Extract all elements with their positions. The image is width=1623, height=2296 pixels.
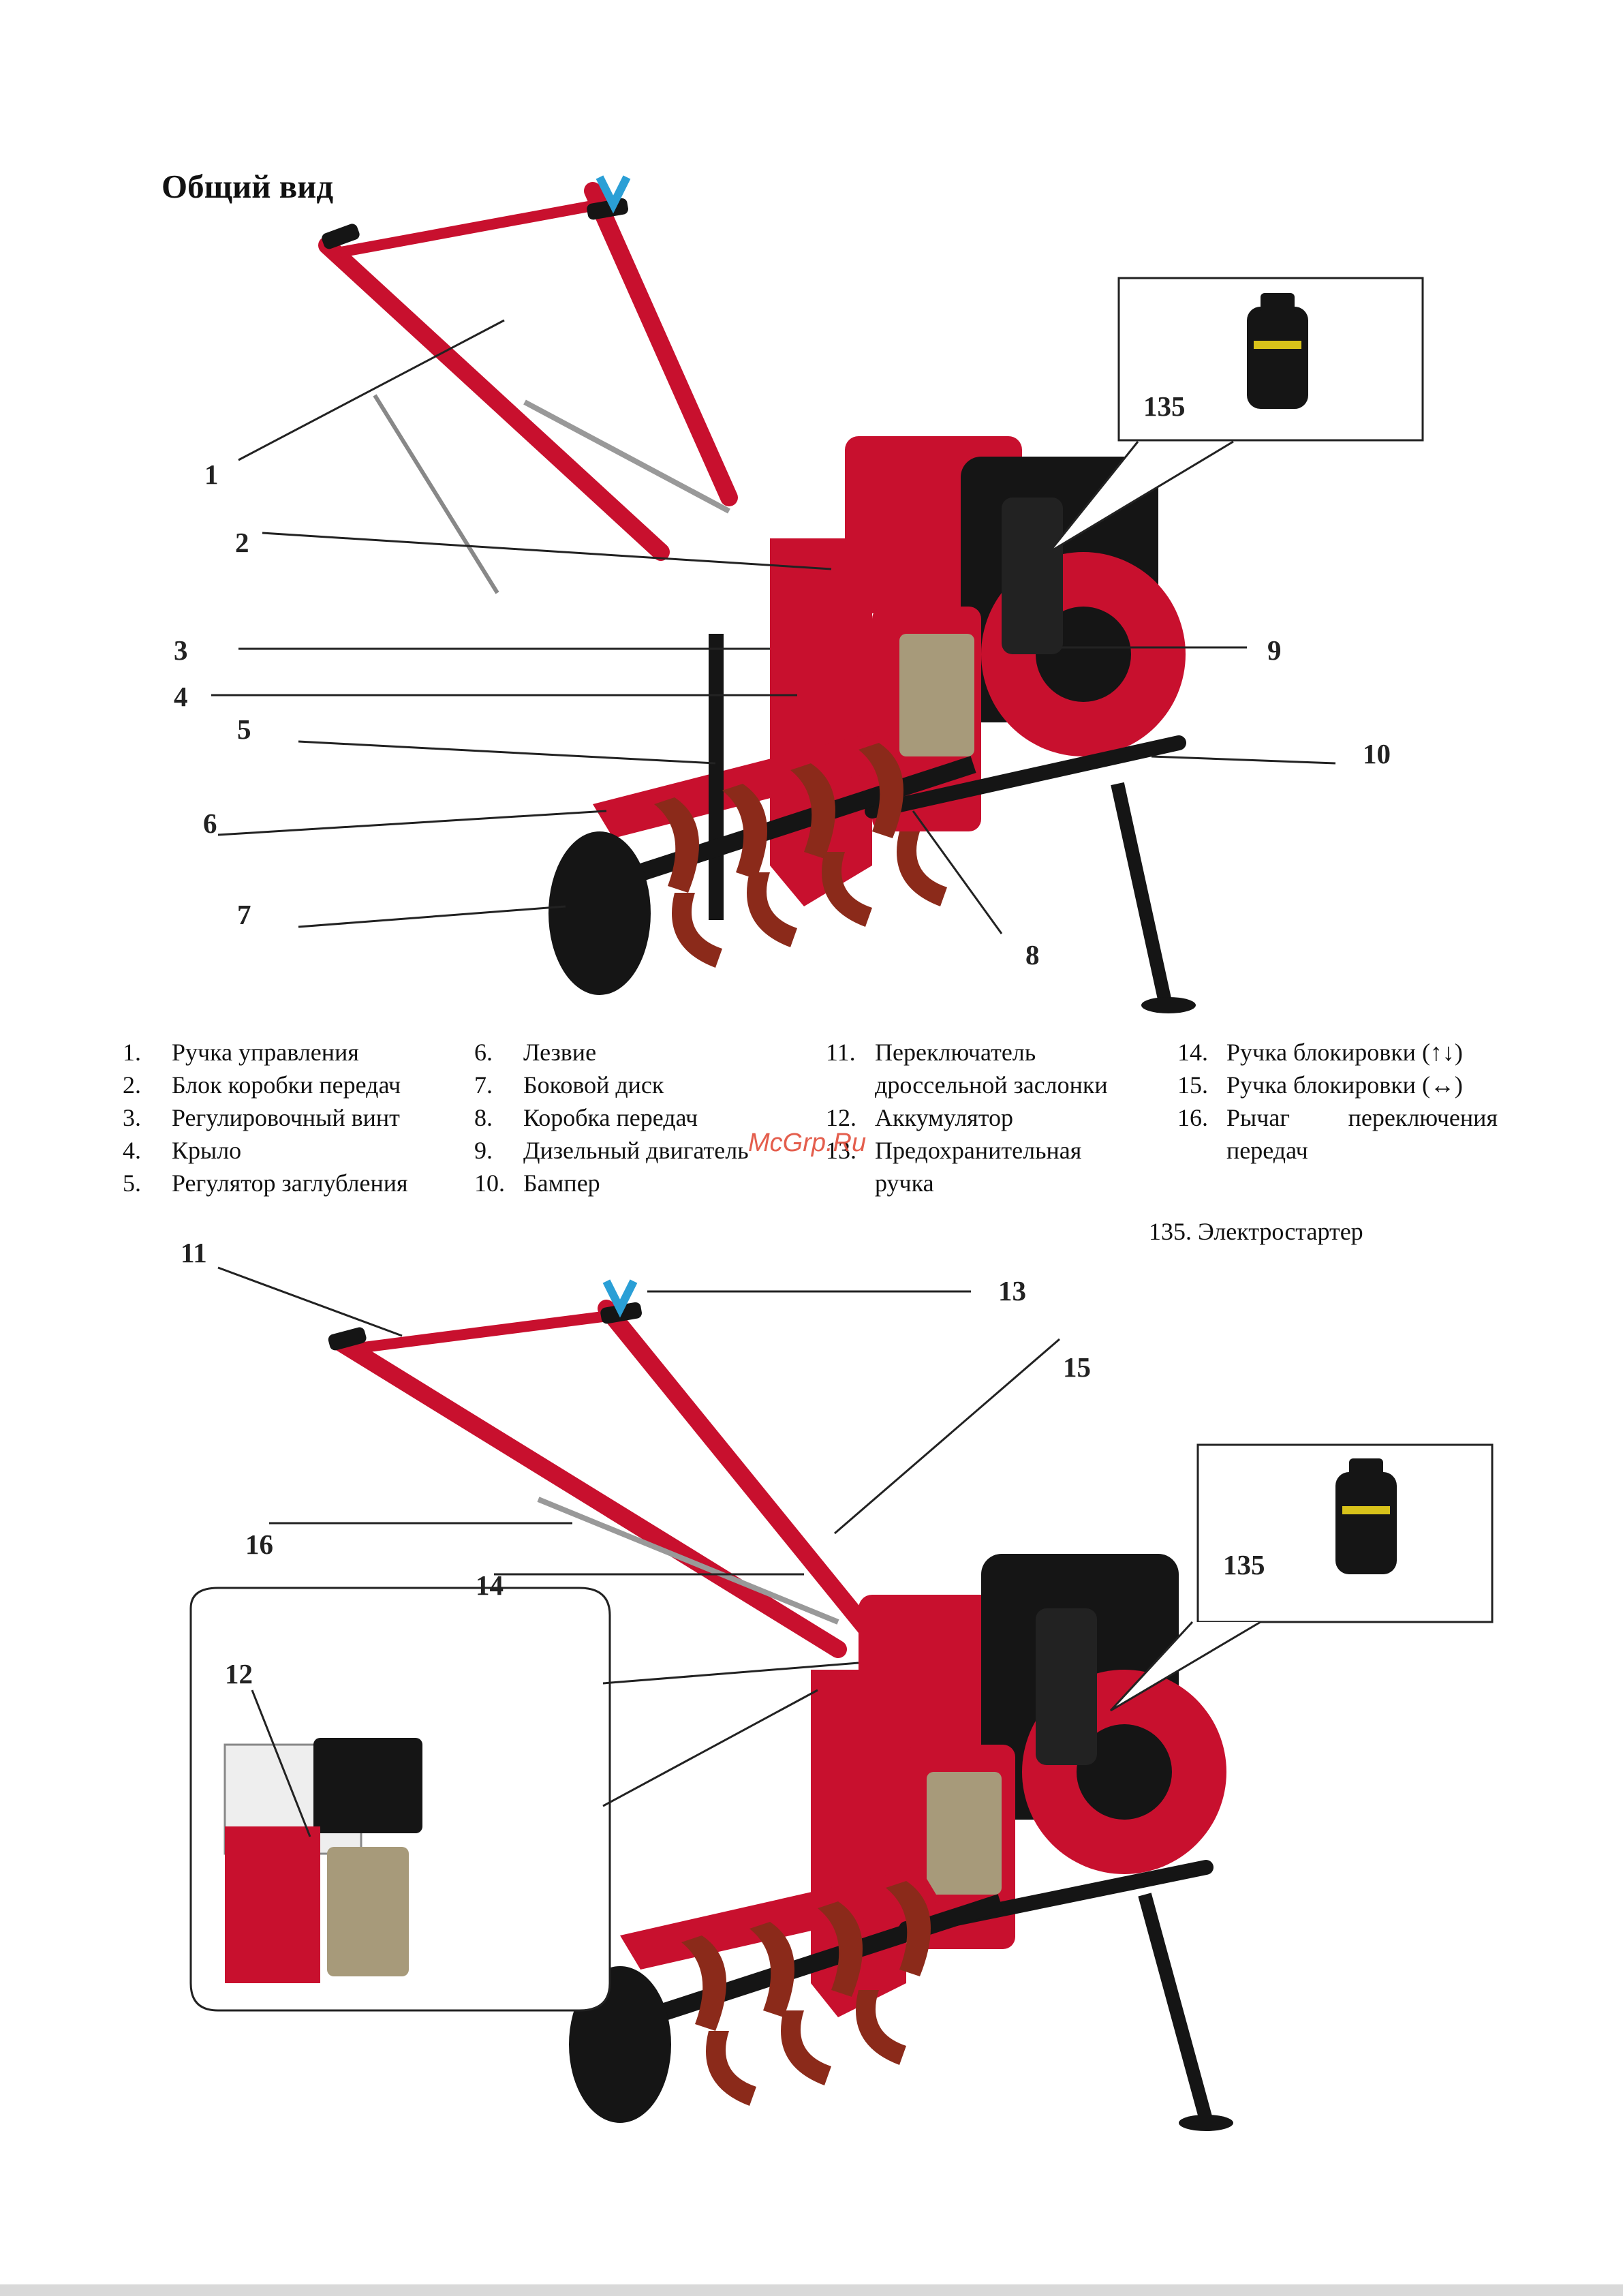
callout-11: 11 (181, 1237, 207, 1268)
legend-item: 13.Предохранительная ручка (826, 1137, 1082, 1197)
callout-4: 4 (174, 681, 188, 712)
legend-column-2: 6.Лезвие 7.Боковой диск 8.Коробка переда… (474, 1036, 794, 1199)
tiller-illustration (318, 175, 1196, 1013)
legend-item: 9.Дизельный двигатель (474, 1137, 749, 1164)
callout-5: 5 (237, 714, 251, 745)
page-bottom-border (0, 2284, 1623, 2296)
callout-9: 9 (1267, 634, 1282, 666)
legend-item: 8.Коробка передач (474, 1104, 698, 1131)
legend-item: 6.Лезвие (474, 1039, 597, 1066)
callout-7: 7 (237, 899, 251, 930)
inset-battery (189, 1587, 859, 2012)
tiller-figure-top: 1 2 3 4 5 6 7 8 9 10 135 (174, 175, 1424, 1013)
callout-135-top: 135 (1143, 391, 1186, 422)
callout-1: 1 (204, 459, 219, 490)
tiller-figure-bottom: 11 13 15 16 14 135 12 (181, 1237, 1494, 2131)
callout-leaders (217, 1266, 1060, 1837)
callout-15: 15 (1063, 1351, 1091, 1383)
inset-electric-starter (1109, 1443, 1494, 1712)
tiller-illustration (328, 1279, 1233, 2131)
legend-item: 3.Регулировочный винт (123, 1104, 400, 1131)
callout-13: 13 (998, 1275, 1026, 1306)
legend-column-3: 11.Переключатель дроссельной заслонки 12… (826, 1036, 1146, 1199)
inset-electric-starter (1048, 277, 1424, 553)
legend-item: 11.Переключатель дроссельной заслонки (826, 1039, 1108, 1099)
legend-item: 1.Ручка управления (123, 1039, 359, 1066)
callout-leaders (211, 319, 1336, 934)
legend-item: 16.Рычаг переключения передач (1177, 1104, 1498, 1164)
legend-item: 14.Ручка блокировки (↑↓) (1177, 1039, 1463, 1066)
legend-item: 2.Блок коробки передач (123, 1071, 401, 1099)
callout-12: 12 (225, 1658, 253, 1689)
callout-8: 8 (1025, 939, 1040, 970)
legend-item: 15.Ручка блокировки (↔) (1177, 1071, 1463, 1099)
legend-item: 7.Боковой диск (474, 1071, 664, 1099)
callout-2: 2 (235, 527, 249, 558)
legend-item: 12.Аккумулятор (826, 1104, 1013, 1131)
callout-3: 3 (174, 634, 188, 666)
watermark: McGrp.Ru (748, 1129, 867, 1157)
callout-14: 14 (476, 1570, 504, 1601)
legend-item: 10.Бампер (474, 1169, 600, 1197)
legend-column-4: 14.Ручка блокировки (↑↓) 15.Ручка блокир… (1177, 1036, 1498, 1167)
legend-item: 4.Крыло (123, 1137, 242, 1164)
callout-10: 10 (1363, 738, 1391, 769)
legend-column-1: 1.Ручка управления 2.Блок коробки переда… (123, 1036, 443, 1199)
starter-note: 135. Электростартер (1149, 1218, 1363, 1245)
page-title: Общий вид (161, 168, 334, 205)
callout-16: 16 (245, 1529, 273, 1560)
callout-6: 6 (203, 808, 217, 839)
legend-item: 5.Регулятор заглубления (123, 1169, 408, 1197)
callout-135-bottom: 135 (1223, 1549, 1265, 1580)
